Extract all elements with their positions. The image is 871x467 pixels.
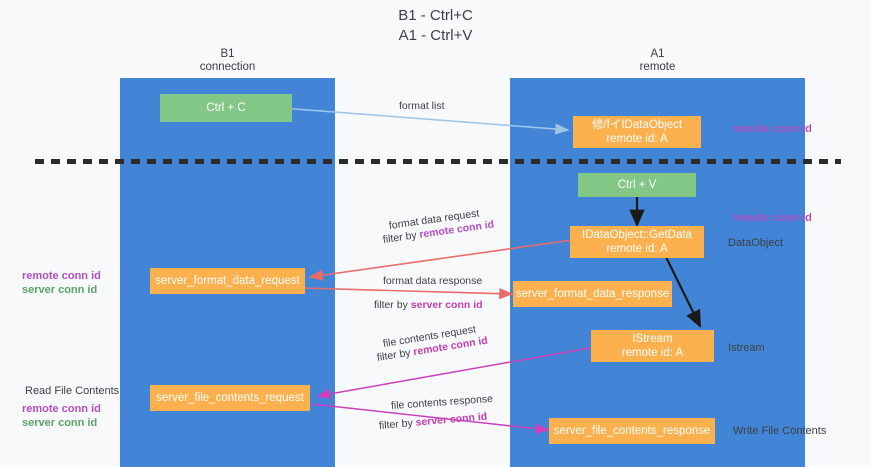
arrow-file-contents-request xyxy=(316,347,591,400)
filter-prefix-4: filter by xyxy=(378,416,417,432)
section-divider xyxy=(35,159,841,164)
lane-a1-role: remote xyxy=(639,61,676,73)
box-server-format-data-request[interactable]: server_format_data_request xyxy=(150,268,305,294)
title-line-1: B1 - Ctrl+C xyxy=(398,7,473,24)
lane-header-b1: B1 connection xyxy=(120,48,335,74)
lane-b1-name: B1 xyxy=(220,48,235,60)
box-istream-line-2: remote id: A xyxy=(621,347,684,359)
box-getdata-line-1: IDataObject::GetData xyxy=(582,229,692,241)
box-idataobject-remote[interactable]: 修/fイIDataObject remote id: A xyxy=(573,116,701,148)
arrow-getdata-to-istream xyxy=(664,254,701,328)
box-server-file-contents-response-label: server_file_contents_response xyxy=(553,425,711,437)
arrow-format-list xyxy=(281,107,570,135)
box-istream[interactable]: IStream remote id: A xyxy=(591,330,714,362)
lane-header-a1: A1 remote xyxy=(510,48,805,74)
annotation-left-read-file-contents: Read File Contents xyxy=(25,385,120,397)
annotation-left-remote-conn-id-1: remote conn id xyxy=(22,270,101,282)
annotation-left-remote-conn-id-2: remote conn id xyxy=(22,403,101,415)
annotation-left-server-conn-id-1: server conn id xyxy=(22,284,98,296)
box-server-format-data-response-label: server_format_data_response xyxy=(515,288,670,300)
filter-prefix-2: filter by xyxy=(374,299,411,311)
arrow-format-data-response xyxy=(301,287,514,300)
lane-a1-name: A1 xyxy=(650,48,665,60)
box-server-file-contents-request-label: server_file_contents_request xyxy=(156,392,304,404)
annotation-left-server-conn-id-2: server conn id xyxy=(22,417,98,429)
diagram-title: B1 - Ctrl+C A1 - Ctrl+V xyxy=(0,6,871,46)
box-idataobject-line-2: remote id: A xyxy=(606,133,668,145)
lane-b1-role: connection xyxy=(199,61,256,73)
box-ctrl-c[interactable]: Ctrl + C xyxy=(160,94,292,122)
box-istream-line-1: IStream xyxy=(632,333,673,345)
label-format-list: format list xyxy=(399,100,445,112)
filter-key-server-conn-id-1: server conn id xyxy=(410,299,483,311)
box-server-file-contents-response[interactable]: server_file_contents_response xyxy=(549,418,715,444)
title-line-2: A1 - Ctrl+V xyxy=(398,27,473,44)
box-ctrl-c-label: Ctrl + C xyxy=(206,102,246,114)
annotation-right-write-file-contents: Write File Contents xyxy=(733,425,827,437)
box-ctrl-v-label: Ctrl + V xyxy=(617,179,657,191)
annotation-right-remote-conn-id-mid: remote conn id xyxy=(733,212,812,224)
annotation-right-dataobject: DataObject xyxy=(728,237,784,249)
arrow-file-contents-response xyxy=(311,403,550,434)
annotation-right-istream: Istream xyxy=(728,342,765,354)
box-ctrl-v[interactable]: Ctrl + V xyxy=(578,173,696,197)
label-format-data-response-filter: filter by server conn id xyxy=(374,298,483,312)
annotation-right-remote-conn-id-top: remote conn id xyxy=(733,123,812,135)
box-getdata-line-2: remote id: A xyxy=(606,243,668,255)
arrow-format-data-request xyxy=(308,239,573,281)
box-server-format-data-response[interactable]: server_format_data_response xyxy=(513,281,672,307)
label-format-data-response: format data response xyxy=(383,275,483,287)
box-server-format-data-request-label: server_format_data_request xyxy=(155,275,300,287)
box-getdata[interactable]: IDataObject::GetData remote id: A xyxy=(570,226,704,258)
box-server-file-contents-request[interactable]: server_file_contents_request xyxy=(150,385,310,411)
box-idataobject-line-1: 修/fイIDataObject xyxy=(591,119,683,131)
